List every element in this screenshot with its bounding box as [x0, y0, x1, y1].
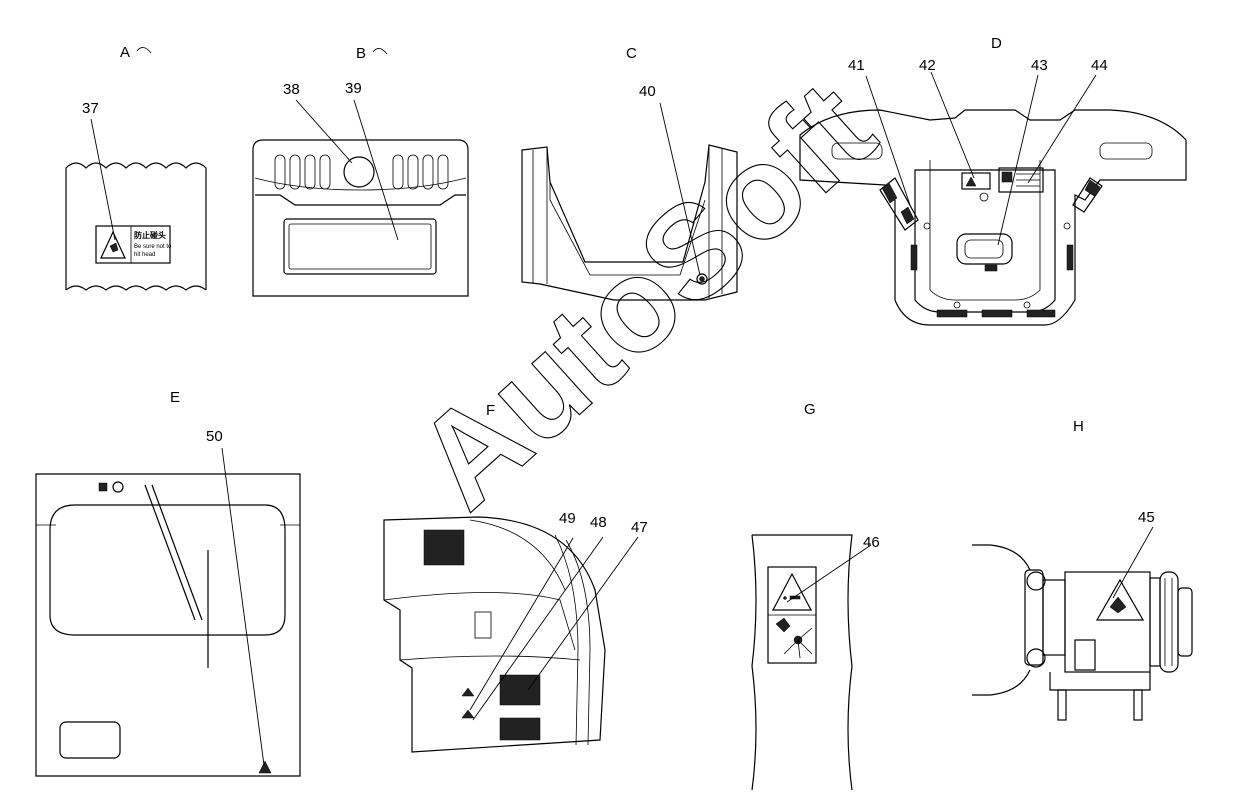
callout-45: 45: [1138, 509, 1155, 526]
view-g-panel: 46: [751, 534, 880, 791]
view-label-b: B: [356, 45, 366, 62]
view-label-g: G: [804, 401, 816, 418]
callout-43: 43: [1031, 57, 1048, 74]
callout-49: 49: [559, 510, 576, 527]
wiper-arm: [144, 484, 203, 621]
vent-slots-left: [274, 154, 331, 190]
fan-blade-icon: [775, 617, 813, 659]
pulley: [1159, 571, 1179, 673]
door-handle: [59, 721, 121, 759]
view-h-compressor: 45: [972, 509, 1193, 721]
view-label-f: F: [486, 402, 495, 419]
view-label-e: E: [170, 389, 180, 406]
callout-38: 38: [283, 81, 300, 98]
callout-50: 50: [206, 428, 223, 445]
head-hazard-decal: 防止碰头 Be sure not to hit head: [95, 225, 172, 264]
warning-decals: [961, 167, 1044, 193]
callout-47: 47: [631, 519, 648, 536]
head-hazard-icon: [109, 242, 119, 253]
warning-triangle-icon: [772, 572, 812, 611]
view-label-h: H: [1073, 418, 1084, 435]
decal-line2: hit head: [134, 252, 155, 258]
watermark: AutoSoft: [388, 54, 900, 536]
view-d-rear: 41 42 43 44: [799, 57, 1187, 326]
warning-triangle-icon: [258, 760, 272, 774]
view-b-cover: 38 39: [252, 80, 469, 297]
callout-46: 46: [863, 534, 880, 551]
view-f-fender: 49 48 47: [383, 510, 648, 753]
round-emblem: [343, 156, 375, 188]
reflector-stripes: [879, 177, 1103, 318]
license-plate-recess: [956, 233, 1013, 265]
bolt-icon: [696, 273, 708, 285]
decal-line1: Be sure not to: [134, 244, 172, 250]
decal-title: 防止碰头: [134, 230, 166, 240]
vent-slots-right: [392, 154, 449, 190]
callout-44: 44: [1091, 57, 1108, 74]
callout-41: 41: [848, 57, 865, 74]
view-c-bracket: 40: [521, 83, 738, 301]
view-label-c: C: [626, 45, 637, 62]
view-labels: A B C D E F G H: [120, 35, 1084, 435]
rotate-ccw-arrow-icon: [136, 47, 152, 54]
warning-triangle-icon: [1095, 578, 1145, 621]
door-window: [49, 504, 286, 636]
callout-39: 39: [345, 80, 362, 97]
view-label-d: D: [991, 35, 1002, 52]
decal-block: [499, 674, 541, 706]
callout-40: 40: [639, 83, 656, 100]
view-label-a: A: [120, 44, 130, 61]
callout-42: 42: [919, 57, 936, 74]
callout-37: 37: [82, 100, 99, 117]
view-e-door: 50: [35, 428, 301, 777]
decal-block: [423, 529, 465, 566]
decal-block: [499, 717, 541, 741]
view-a-panel: 防止碰头 Be sure not to hit head 37: [65, 100, 207, 291]
callout-48: 48: [590, 514, 607, 531]
rotate-ccw-arrow-icon: [372, 48, 388, 55]
